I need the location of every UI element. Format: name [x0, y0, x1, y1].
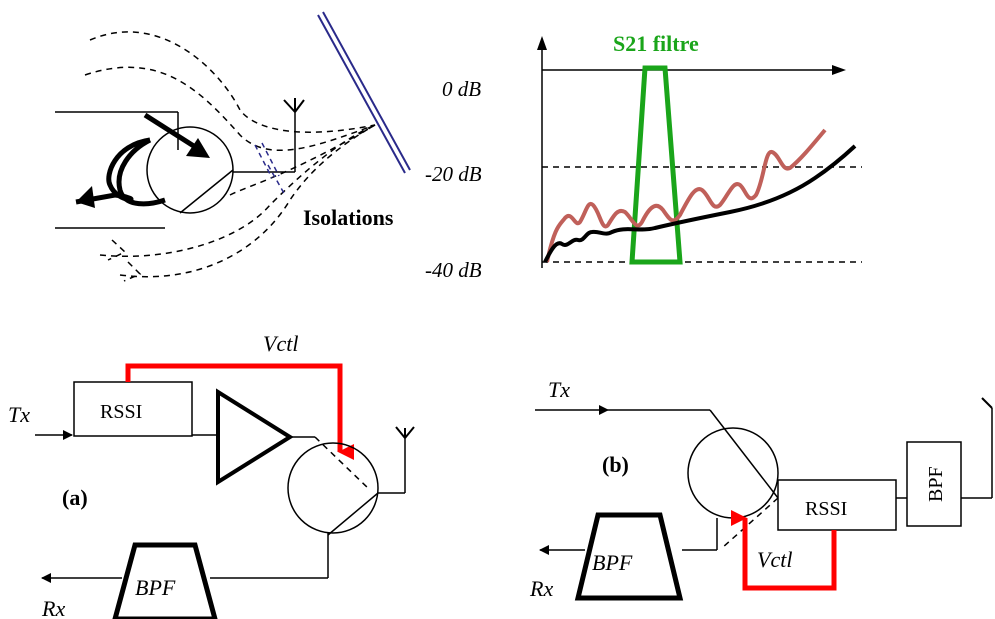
axis-label-minus40db: -40 dB [425, 258, 482, 282]
a-tag: (a) [62, 485, 88, 510]
s21-filter-label: S21 filtre [613, 31, 699, 56]
circulation-arrow-head-right [186, 138, 210, 158]
a-rssi-box [73, 381, 193, 437]
reflector-line-1 [317, 14, 406, 174]
b-bpf-shape [574, 512, 684, 601]
a-vctl-label: Vctl [263, 331, 298, 356]
a-tx-label: Tx [8, 402, 30, 427]
a-circulator-circle [287, 442, 379, 534]
antenna-icon [283, 98, 305, 113]
leakage-paths [84, 31, 376, 282]
b-vctl-label: Vctl [757, 547, 792, 572]
circulation-arrow-top [143, 112, 202, 153]
b-circulator-circle [687, 427, 779, 519]
b-circ-in-line [709, 409, 779, 499]
s21-filter-shape [629, 65, 683, 265]
b-vctl-path [731, 510, 837, 591]
a-amplifier-icon [216, 388, 294, 486]
b-rx-label: Rx [529, 576, 553, 601]
circulator-inner-line [179, 169, 234, 214]
a-circ-dashed [314, 436, 371, 491]
a-vctl-path [125, 363, 354, 460]
b-tx-label: Tx [548, 377, 570, 402]
axis-label-0db: 0 dB [442, 77, 481, 101]
isolation-marks [254, 142, 286, 196]
b-bpf-antenna-box [906, 441, 962, 527]
a-circ-inner-line [327, 492, 379, 536]
plot-y-axis-arrow-icon [537, 36, 547, 50]
leakage-curve [543, 144, 857, 263]
b-bpf-antenna-label: BPF [925, 466, 947, 502]
reflector-line-2 [322, 11, 411, 171]
a-rssi-label: RSSI [100, 401, 142, 423]
b-antenna-icon [981, 397, 993, 409]
plot-x-axis-arrow-icon [832, 65, 846, 75]
axis-label-minus20db: -20 dB [425, 162, 482, 186]
circulator-isolation-diagram [55, 11, 411, 282]
b-circ-dashed [721, 497, 779, 549]
circulation-arrow-body [116, 137, 166, 207]
circulation-arrow-curve [75, 137, 151, 205]
a-antenna-icon [395, 426, 415, 439]
circulation-arrow-head-left [76, 186, 95, 208]
diagram-a [35, 363, 415, 619]
a-bpf-shape [112, 542, 218, 619]
s21-plot [537, 36, 862, 268]
b-tag: (b) [602, 452, 629, 477]
a-rx-label: Rx [41, 596, 65, 619]
b-rssi-box [777, 479, 897, 531]
b-rssi-label: RSSI [805, 498, 847, 520]
b-bpf-rx-label: BPF [592, 550, 633, 575]
isolations-label: Isolations [303, 205, 394, 230]
reflection-curve [545, 128, 827, 263]
a-bpf-label: BPF [135, 575, 176, 600]
diagram-b [535, 397, 993, 601]
